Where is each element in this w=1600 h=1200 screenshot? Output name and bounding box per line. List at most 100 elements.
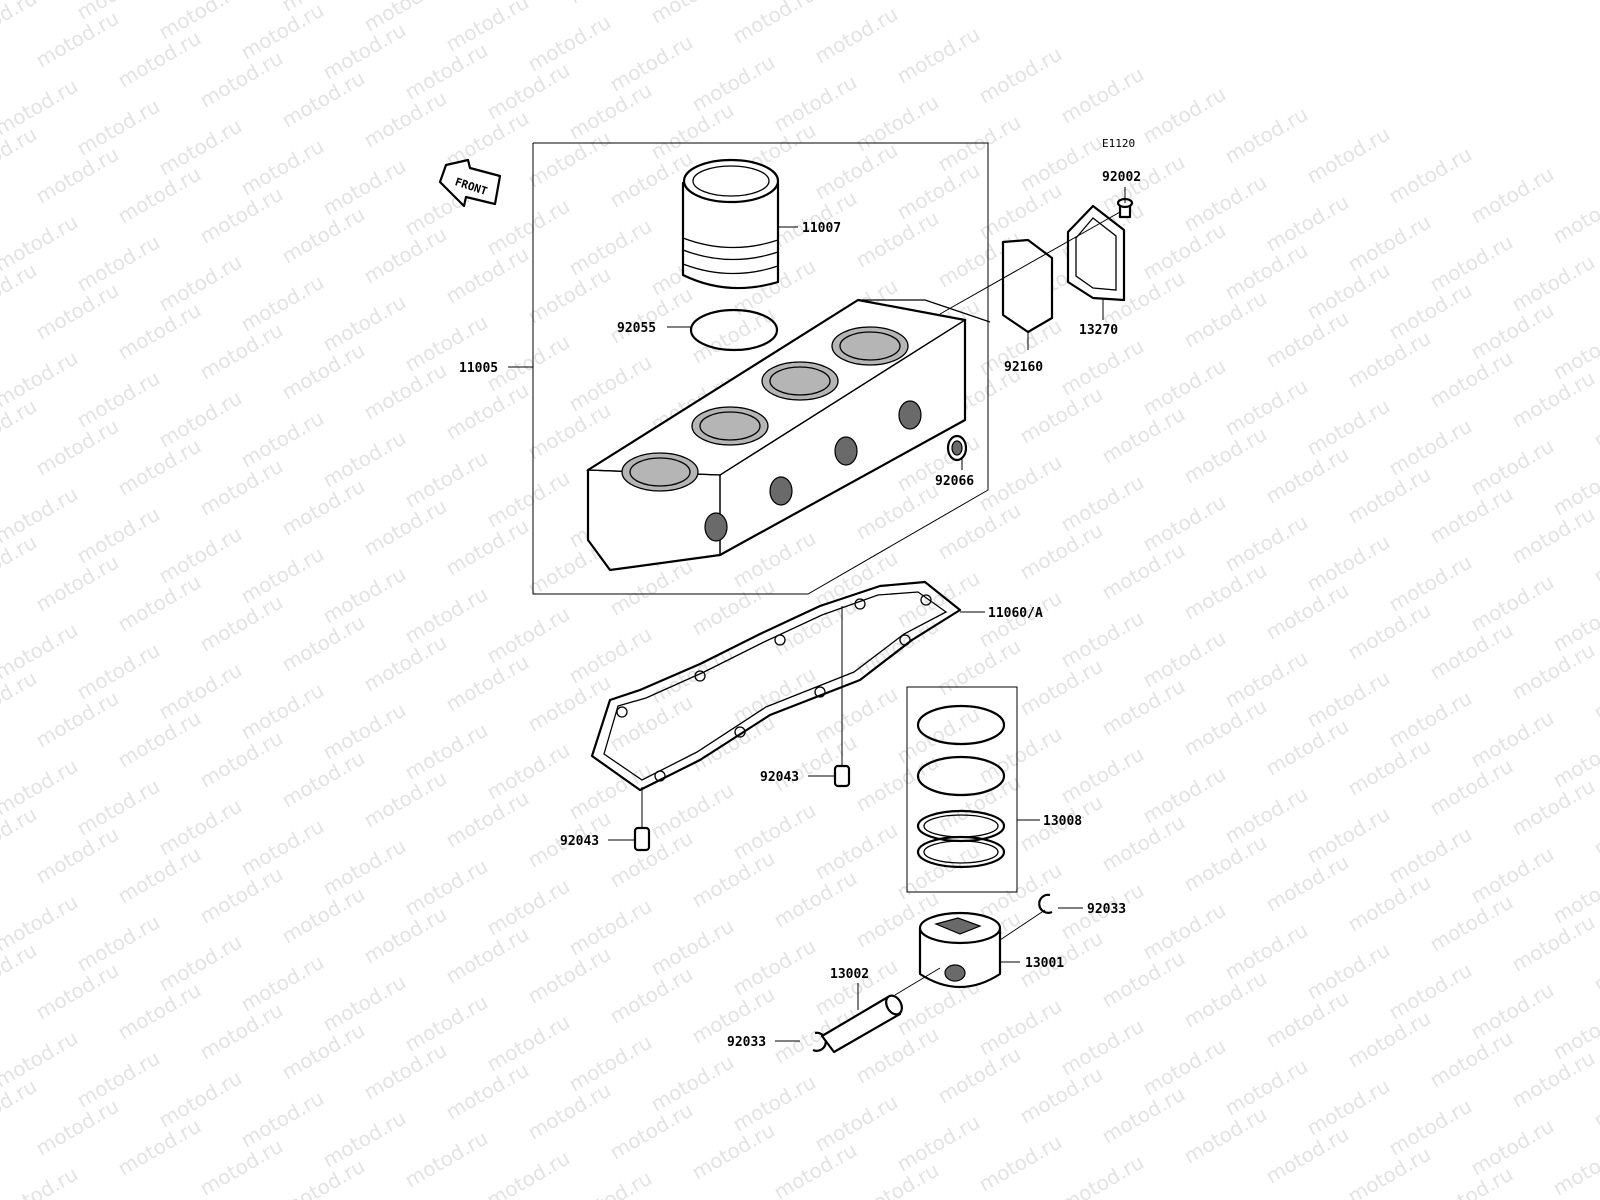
watermark-text: motod.ru <box>1426 618 1517 685</box>
watermark-text: motod.ru <box>1508 1046 1599 1113</box>
watermark-text: motod.ru <box>1057 606 1148 673</box>
watermark-text: motod.ru <box>852 478 943 545</box>
watermark-text: motod.ru <box>1467 706 1558 773</box>
watermark-text: motod.ru <box>1221 1054 1312 1121</box>
watermark-text: motod.ru <box>237 0 328 64</box>
watermark-text: motod.ru <box>934 1042 1025 1109</box>
watermark-text: motod.ru <box>1139 82 1230 149</box>
watermark-text: motod.ru <box>483 1010 574 1077</box>
watermark-text: motod.ru <box>1467 570 1558 637</box>
watermark-text: motod.ru <box>442 650 533 717</box>
watermark-text: motod.ru <box>565 1030 656 1097</box>
watermark-text: motod.ru <box>811 682 902 749</box>
watermark-text: motod.ru <box>1426 482 1517 549</box>
watermark-text: motod.ru <box>237 814 328 881</box>
watermark-text: motod.ru <box>729 0 820 48</box>
watermark-text: motod.ru <box>319 698 410 765</box>
watermark-text: motod.ru <box>1303 122 1394 189</box>
watermark-text: motod.ru <box>73 366 164 433</box>
watermark-text: motod.ru <box>401 990 492 1057</box>
watermark-text: motod.ru <box>483 1146 574 1200</box>
watermark-text: motod.ru <box>114 570 205 637</box>
watermark-text: motod.ru <box>565 78 656 145</box>
watermark-text: motod.ru <box>1549 182 1600 249</box>
watermark-text: motod.ru <box>811 2 902 69</box>
label-92033-b: 92033 <box>727 1035 766 1050</box>
watermark-text: motod.ru <box>606 282 697 349</box>
watermark-text: motod.ru <box>237 678 328 745</box>
watermark-text: motod.ru <box>1180 558 1271 625</box>
watermark-text: motod.ru <box>1303 258 1394 325</box>
watermark-text: motod.ru <box>1098 946 1189 1013</box>
watermark-text: motod.ru <box>483 738 574 805</box>
watermark-text: motod.ru <box>1303 938 1394 1005</box>
watermark-text: motod.ru <box>1303 802 1394 869</box>
watermark-text: motod.ru <box>1016 130 1107 197</box>
watermark-text: motod.ru <box>934 770 1025 837</box>
watermark-text: motod.ru <box>1098 538 1189 605</box>
watermark-text: motod.ru <box>1426 346 1517 413</box>
watermark-text: motod.ru <box>32 1094 123 1161</box>
watermark-text: motod.ru <box>237 270 328 337</box>
watermark-text: motod.ru <box>114 26 205 93</box>
cylinder-block <box>585 298 991 572</box>
watermark-text: motod.ru <box>1344 462 1435 529</box>
watermark-text: motod.ru <box>1262 306 1353 373</box>
watermark-text: motod.ru <box>114 1114 205 1181</box>
label-13270: 13270 <box>1079 323 1118 338</box>
watermark-text: motod.ru <box>32 142 123 209</box>
watermark-text: motod.ru <box>32 686 123 753</box>
watermark-text: motod.ru <box>852 750 943 817</box>
watermark-text: motod.ru <box>114 434 205 501</box>
watermark-text: motod.ru <box>1221 646 1312 713</box>
watermark-text: motod.ru <box>278 746 369 813</box>
watermark-text: motod.ru <box>729 798 820 865</box>
watermark-text: motod.ru <box>1590 658 1600 725</box>
watermark-text: motod.ru <box>1180 694 1271 761</box>
watermark-text: motod.ru <box>647 778 738 845</box>
watermark-text: motod.ru <box>442 1058 533 1125</box>
watermark-text: motod.ru <box>442 514 533 581</box>
watermark-text: motod.ru <box>1467 434 1558 501</box>
watermark-text: motod.ru <box>688 1118 779 1185</box>
watermark-text: motod.ru <box>1098 674 1189 741</box>
watermark-text: motod.ru <box>647 0 738 28</box>
watermark-text: motod.ru <box>114 298 205 365</box>
watermark-text: motod.ru <box>565 214 656 281</box>
watermark-text: motod.ru <box>1467 842 1558 909</box>
watermark-text: motod.ru <box>565 0 656 8</box>
watermark-text: motod.ru <box>32 958 123 1025</box>
watermark-text: motod.ru <box>565 622 656 689</box>
watermark-text: motod.ru <box>1180 286 1271 353</box>
watermark-text: motod.ru <box>360 902 451 969</box>
watermark-text: motod.ru <box>442 242 533 309</box>
watermark-text: motod.ru <box>565 1166 656 1200</box>
watermark-text: motod.ru <box>1057 334 1148 401</box>
watermark-text: motod.ru <box>688 846 779 913</box>
watermark-text: motod.ru <box>360 222 451 289</box>
watermark-text: motod.ru <box>606 826 697 893</box>
watermark-text: motod.ru <box>319 290 410 357</box>
watermark-text: motod.ru <box>975 858 1066 925</box>
watermark-text: motod.ru <box>360 630 451 697</box>
watermark-text: motod.ru <box>1262 986 1353 1053</box>
watermark-text: motod.ru <box>319 834 410 901</box>
watermark-text: motod.ru <box>196 1134 287 1200</box>
watermark-text: motod.ru <box>811 818 902 885</box>
watermark-text: motod.ru <box>606 30 697 97</box>
watermark-text: motod.ru <box>1139 218 1230 285</box>
watermark-text: motod.ru <box>1426 890 1517 957</box>
watermark-text: motod.ru <box>1467 978 1558 1045</box>
watermark-text: motod.ru <box>606 690 697 757</box>
watermark-text: motod.ru <box>934 634 1025 701</box>
label-13001: 13001 <box>1025 956 1064 971</box>
piston <box>918 911 1002 989</box>
watermark-text: motod.ru <box>319 18 410 85</box>
label-92043-b: 92043 <box>560 834 599 849</box>
watermark-text: motod.ru <box>442 922 533 989</box>
watermark-text: motod.ru <box>155 522 246 589</box>
watermark-text: motod.ru <box>1098 402 1189 469</box>
watermark-text: motod.ru <box>1303 530 1394 597</box>
watermark-text: motod.ru <box>73 638 164 705</box>
watermark-text: motod.ru <box>155 386 246 453</box>
